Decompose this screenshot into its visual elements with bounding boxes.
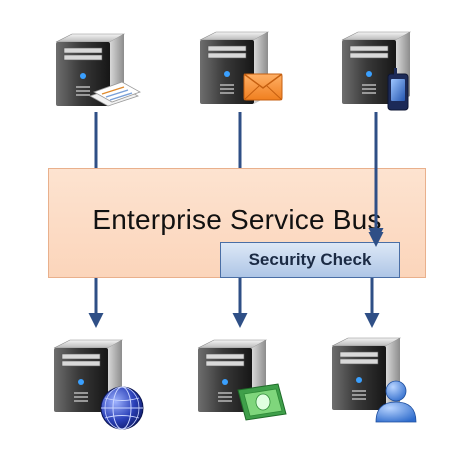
server-bottom-web [53, 339, 144, 430]
security-check-label: Security Check [248, 250, 372, 269]
connector-lines [88, 112, 384, 328]
documents-icon [89, 81, 141, 107]
server-bottom-user [331, 337, 417, 423]
server-top-documents [55, 33, 141, 107]
enterprise-service-bus-label: Enterprise Service Bus [92, 204, 382, 235]
security-check-box: Security Check [220, 242, 400, 278]
money-icon [237, 383, 287, 421]
server-top-email [199, 31, 283, 105]
mobile-phone-icon [387, 68, 409, 111]
server-top-mobile [341, 31, 411, 111]
envelope-icon [243, 73, 283, 101]
user-icon [375, 380, 417, 423]
globe-icon [100, 386, 144, 430]
server-bottom-payment [197, 339, 287, 421]
